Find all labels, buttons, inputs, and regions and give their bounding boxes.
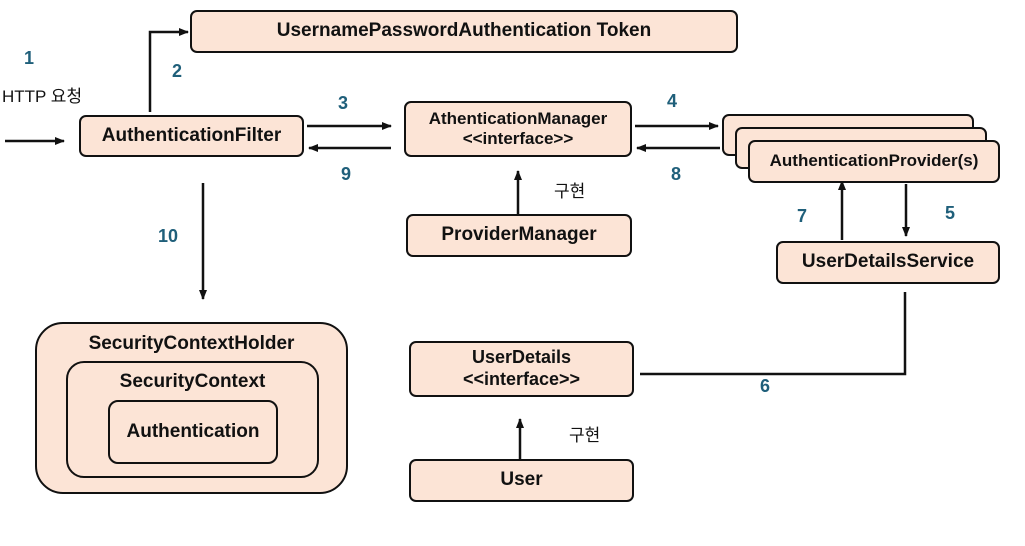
- authentication-box: Authentication: [108, 400, 278, 464]
- authentication-providers-label: AuthenticationProvider(s): [769, 151, 979, 171]
- step-1: 1: [24, 48, 35, 68]
- user-details-service-label: UserDetailsService: [801, 251, 975, 273]
- implements-label-provider-manager: 구현: [554, 182, 586, 201]
- security-context-holder-box: SecurityContextHolder SecurityContext Au…: [35, 322, 348, 494]
- authentication-manager-stereotype: <<interface>>: [462, 129, 574, 148]
- user-details-stereotype: <<interface>>: [462, 369, 581, 389]
- step-6: 6: [760, 376, 771, 396]
- provider-manager-box: ProviderManager: [406, 214, 632, 257]
- authentication-label: Authentication: [126, 420, 260, 442]
- step-5: 5: [945, 203, 956, 223]
- authentication-providers-box: AuthenticationProvider(s): [748, 140, 1000, 183]
- step-4: 4: [667, 91, 678, 111]
- http-request-label: HTTP 요청: [2, 87, 83, 106]
- security-context-label: SecurityContext: [119, 371, 266, 392]
- step-8: 8: [671, 164, 682, 184]
- user-details-service-box: UserDetailsService: [776, 241, 1000, 284]
- token-label: UsernamePasswordAuthentication Token: [276, 20, 652, 42]
- authentication-manager-label: AthenticationManager: [428, 108, 608, 128]
- user-details-box: UserDetails <<interface>>: [409, 341, 634, 397]
- arrow-filter-to-token: [148, 28, 189, 112]
- security-context-box: SecurityContext Authentication: [66, 361, 319, 478]
- authentication-filter-box: AuthenticationFilter: [79, 115, 304, 157]
- user-label: User: [500, 469, 543, 491]
- step-3: 3: [338, 93, 349, 113]
- step-9: 9: [341, 164, 352, 184]
- step-7: 7: [797, 206, 808, 226]
- step-10: 10: [158, 226, 179, 246]
- provider-manager-label: ProviderManager: [441, 224, 597, 246]
- user-box: User: [409, 459, 634, 502]
- security-context-holder-label: SecurityContextHolder: [88, 333, 295, 354]
- token-box: UsernamePasswordAuthentication Token: [190, 10, 738, 53]
- user-details-label: UserDetails: [471, 347, 572, 368]
- step-2: 2: [172, 61, 183, 81]
- implements-label-user: 구현: [569, 426, 601, 445]
- authentication-manager-box: AthenticationManager <<interface>>: [404, 101, 632, 157]
- line-service-to-userdetails: [640, 292, 907, 376]
- authentication-filter-label: AuthenticationFilter: [101, 124, 282, 146]
